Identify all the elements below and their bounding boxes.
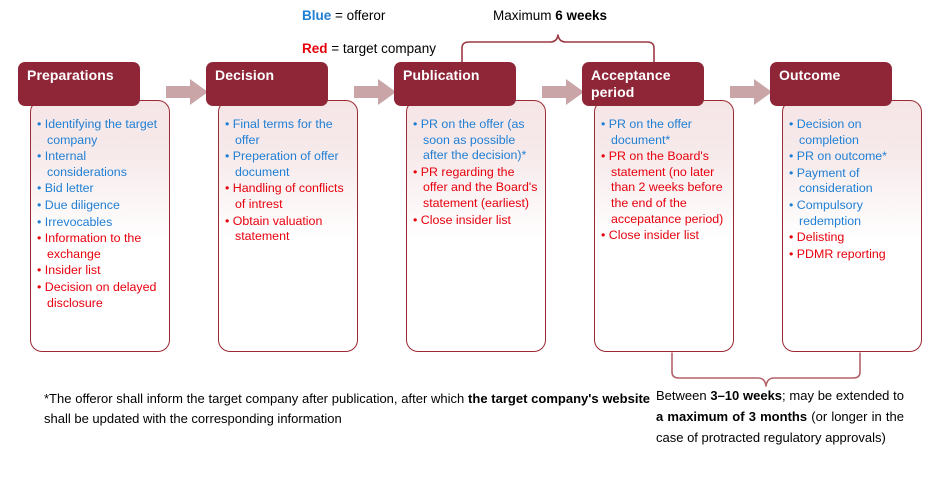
flow-list-acceptance-period: PR on the offer document* PR on the Boar…	[601, 117, 727, 244]
list-item: Bid letter	[37, 181, 163, 197]
footnote-text: (or longer in the case of protracted reg…	[656, 409, 904, 445]
footnote-left: *The offeror shall inform the target com…	[44, 389, 650, 429]
footnote-right: Between 3–10 weeks; may be extended to a…	[656, 385, 904, 448]
list-item: Irrevocables	[37, 215, 163, 231]
list-item: PR on the offer document*	[601, 117, 727, 148]
list-item: Delisting	[789, 230, 915, 246]
list-item: PR regarding the offer and the Board's s…	[413, 165, 539, 212]
flow-body-decision: Final terms for the offer Preperation of…	[218, 100, 358, 352]
list-item: Close insider list	[601, 228, 727, 244]
footnote-text: shall be updated with the corresponding …	[44, 411, 342, 426]
list-item: Payment of consideration	[789, 166, 915, 197]
footnote-emphasis: 3–10 weeks	[710, 388, 783, 403]
list-item: Insider list	[37, 263, 163, 279]
top-bracket-icon	[461, 34, 655, 68]
list-item: Internal considerations	[37, 149, 163, 180]
flow-column-outcome[interactable]: Outcome Decision on completion PR on out…	[770, 62, 922, 352]
list-item: PDMR reporting	[789, 247, 915, 263]
flow-list-outcome: Decision on completion PR on outcome* Pa…	[789, 117, 915, 262]
list-item: PR on the Board's statement (no later th…	[601, 149, 727, 227]
list-item: Due diligence	[37, 198, 163, 214]
top-bracket-caption-value: 6 weeks	[555, 8, 608, 23]
flow-column-publication[interactable]: Publication PR on the offer (as soon as …	[394, 62, 546, 352]
list-item: Close insider list	[413, 213, 539, 229]
flow-header-decision[interactable]: Decision	[206, 62, 328, 106]
footnote-emphasis: a maximum of 3 months	[656, 409, 808, 424]
flow-body-outcome: Decision on completion PR on outcome* Pa…	[782, 100, 922, 352]
footnote-text: Between	[656, 388, 711, 403]
flow-body-preparations: Identifying the target company Internal …	[30, 100, 170, 352]
flow-column-decision[interactable]: Decision Final terms for the offer Prepe…	[206, 62, 358, 352]
right-arrow-icon	[354, 79, 396, 105]
list-item: Decision on completion	[789, 117, 915, 148]
flow-body-publication: PR on the offer (as soon as possible aft…	[406, 100, 546, 352]
list-item: Preperation of offer document	[225, 149, 351, 180]
list-item: Information to the exchange	[37, 231, 163, 262]
list-item: Final terms for the offer	[225, 117, 351, 148]
legend-target-company: Red = target company	[302, 41, 436, 56]
bottom-bracket-icon	[671, 352, 861, 387]
footnote-emphasis: the target company's website	[468, 391, 651, 406]
flow-header-outcome[interactable]: Outcome	[770, 62, 892, 106]
list-item: Compulsory redemption	[789, 198, 915, 229]
list-item: Identifying the target company	[37, 117, 163, 148]
list-item: PR on the offer (as soon as possible aft…	[413, 117, 539, 164]
flow-header-preparations[interactable]: Preparations	[18, 62, 140, 106]
flow-list-publication: PR on the offer (as soon as possible aft…	[413, 117, 539, 228]
legend-offeror-key: Blue	[302, 8, 332, 23]
flow-column-acceptance-period[interactable]: Acceptance period PR on the offer docume…	[582, 62, 734, 352]
flow-header-publication[interactable]: Publication	[394, 62, 516, 106]
list-item: Handling of conflicts of intrest	[225, 181, 351, 212]
flow-list-preparations: Identifying the target company Internal …	[37, 117, 163, 311]
footnote-text: ; may be extended to	[782, 388, 904, 403]
right-arrow-icon	[730, 79, 772, 105]
flow-column-preparations[interactable]: Preparations Identifying the target comp…	[18, 62, 170, 352]
legend-target-key: Red	[302, 41, 328, 56]
right-arrow-icon	[542, 79, 584, 105]
legend-offeror-text: = offeror	[331, 8, 386, 23]
top-bracket-caption-prefix: Maximum	[493, 8, 556, 23]
top-bracket-caption: Maximum 6 weeks	[493, 8, 607, 23]
list-item: Obtain valuation statement	[225, 214, 351, 245]
flow-body-acceptance-period: PR on the offer document* PR on the Boar…	[594, 100, 734, 352]
right-arrow-icon	[166, 79, 208, 105]
flow-header-acceptance-period[interactable]: Acceptance period	[582, 62, 704, 106]
legend-offeror: Blue = offeror	[302, 8, 385, 23]
list-item: Decision on delayed disclosure	[37, 280, 163, 311]
list-item: PR on outcome*	[789, 149, 915, 165]
legend-target-text: = target company	[327, 41, 436, 56]
footnote-text: *The offeror shall inform the target com…	[44, 391, 469, 406]
flow-list-decision: Final terms for the offer Preperation of…	[225, 117, 351, 245]
